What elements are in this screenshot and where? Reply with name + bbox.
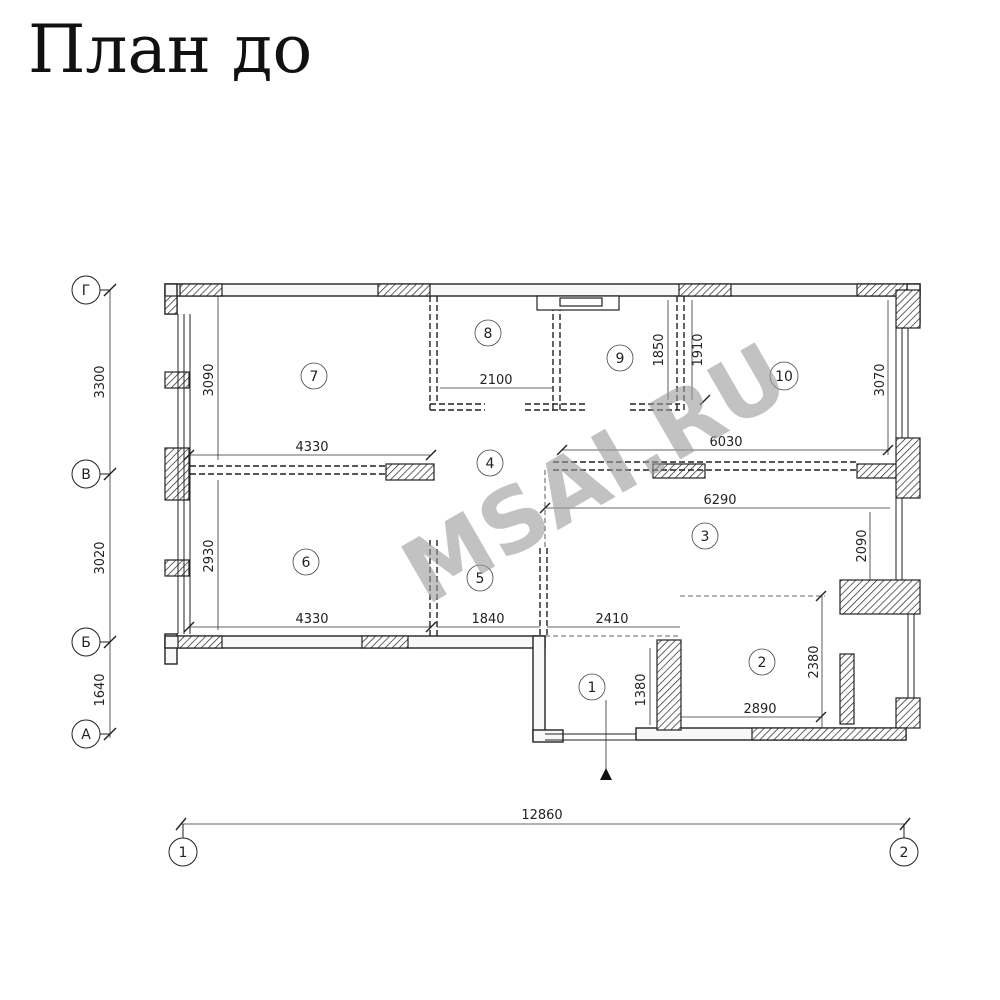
ventilation-box — [536, 295, 620, 311]
dim-2090: 2090 — [855, 529, 870, 562]
dim-3300: 3300 — [93, 365, 108, 398]
svg-text:Б: Б — [81, 635, 91, 651]
axis-2: 2 — [889, 824, 919, 867]
room-9: 9 — [606, 344, 634, 372]
svg-text:1: 1 — [588, 680, 597, 696]
svg-text:1: 1 — [179, 845, 188, 861]
room-labels: 1 2 3 4 5 6 7 8 9 10 — [292, 319, 799, 701]
dim-2890: 2890 — [743, 702, 776, 717]
dim-12860: 12860 — [521, 808, 562, 823]
svg-text:9: 9 — [616, 351, 625, 367]
room-2: 2 — [748, 648, 776, 676]
dim-1840: 1840 — [471, 612, 504, 627]
svg-text:В: В — [81, 467, 91, 483]
axis-markers: Г В Б А 1 2 — [71, 275, 919, 867]
svg-text:4: 4 — [486, 456, 495, 472]
room-6: 6 — [292, 548, 320, 576]
room-1: 1 — [578, 673, 606, 701]
dim-3070: 3070 — [873, 363, 888, 396]
dim-2100: 2100 — [479, 373, 512, 388]
room-10: 10 — [769, 361, 799, 391]
room-4: 4 — [476, 449, 504, 477]
dim-3090: 3090 — [202, 363, 217, 396]
axis-a: А — [71, 719, 110, 749]
dim-2410: 2410 — [595, 612, 628, 627]
axis-1: 1 — [168, 824, 198, 867]
dim-2930: 2930 — [202, 539, 217, 572]
entrance-arrow-icon — [600, 768, 612, 780]
room-7: 7 — [300, 362, 328, 390]
dimension-lines — [109, 290, 905, 825]
svg-text:8: 8 — [484, 326, 493, 342]
svg-text:7: 7 — [310, 369, 319, 385]
dim-1380: 1380 — [634, 673, 649, 706]
room-5: 5 — [466, 564, 494, 592]
dim-6290: 6290 — [703, 493, 736, 508]
dim-1640: 1640 — [93, 673, 108, 706]
dim-4330-lower: 4330 — [295, 612, 328, 627]
watermark: MSAI.RU — [385, 323, 804, 624]
dim-1910: 1910 — [691, 333, 706, 366]
svg-text:А: А — [81, 727, 91, 743]
dimension-texts: 3300 3020 1640 3090 2930 4330 4330 2100 … — [93, 333, 888, 823]
room-8: 8 — [474, 319, 502, 347]
dim-4330-upper: 4330 — [295, 440, 328, 455]
svg-text:6: 6 — [302, 555, 311, 571]
axis-g: Г — [71, 275, 110, 305]
dim-2380: 2380 — [807, 645, 822, 678]
svg-text:2: 2 — [900, 845, 909, 861]
svg-text:5: 5 — [476, 571, 485, 587]
dim-6030: 6030 — [709, 435, 742, 450]
dim-1850: 1850 — [652, 333, 667, 366]
svg-text:Г: Г — [82, 283, 91, 299]
dim-3020: 3020 — [93, 541, 108, 574]
partition-walls — [190, 296, 857, 636]
room-3: 3 — [691, 522, 719, 550]
axis-v: В — [71, 459, 110, 489]
hatched-walls — [164, 283, 921, 741]
svg-text:2: 2 — [758, 655, 767, 671]
svg-text:3: 3 — [701, 529, 710, 545]
page-title: План до — [28, 11, 313, 88]
svg-text:10: 10 — [775, 369, 793, 385]
axis-b: Б — [71, 627, 110, 657]
